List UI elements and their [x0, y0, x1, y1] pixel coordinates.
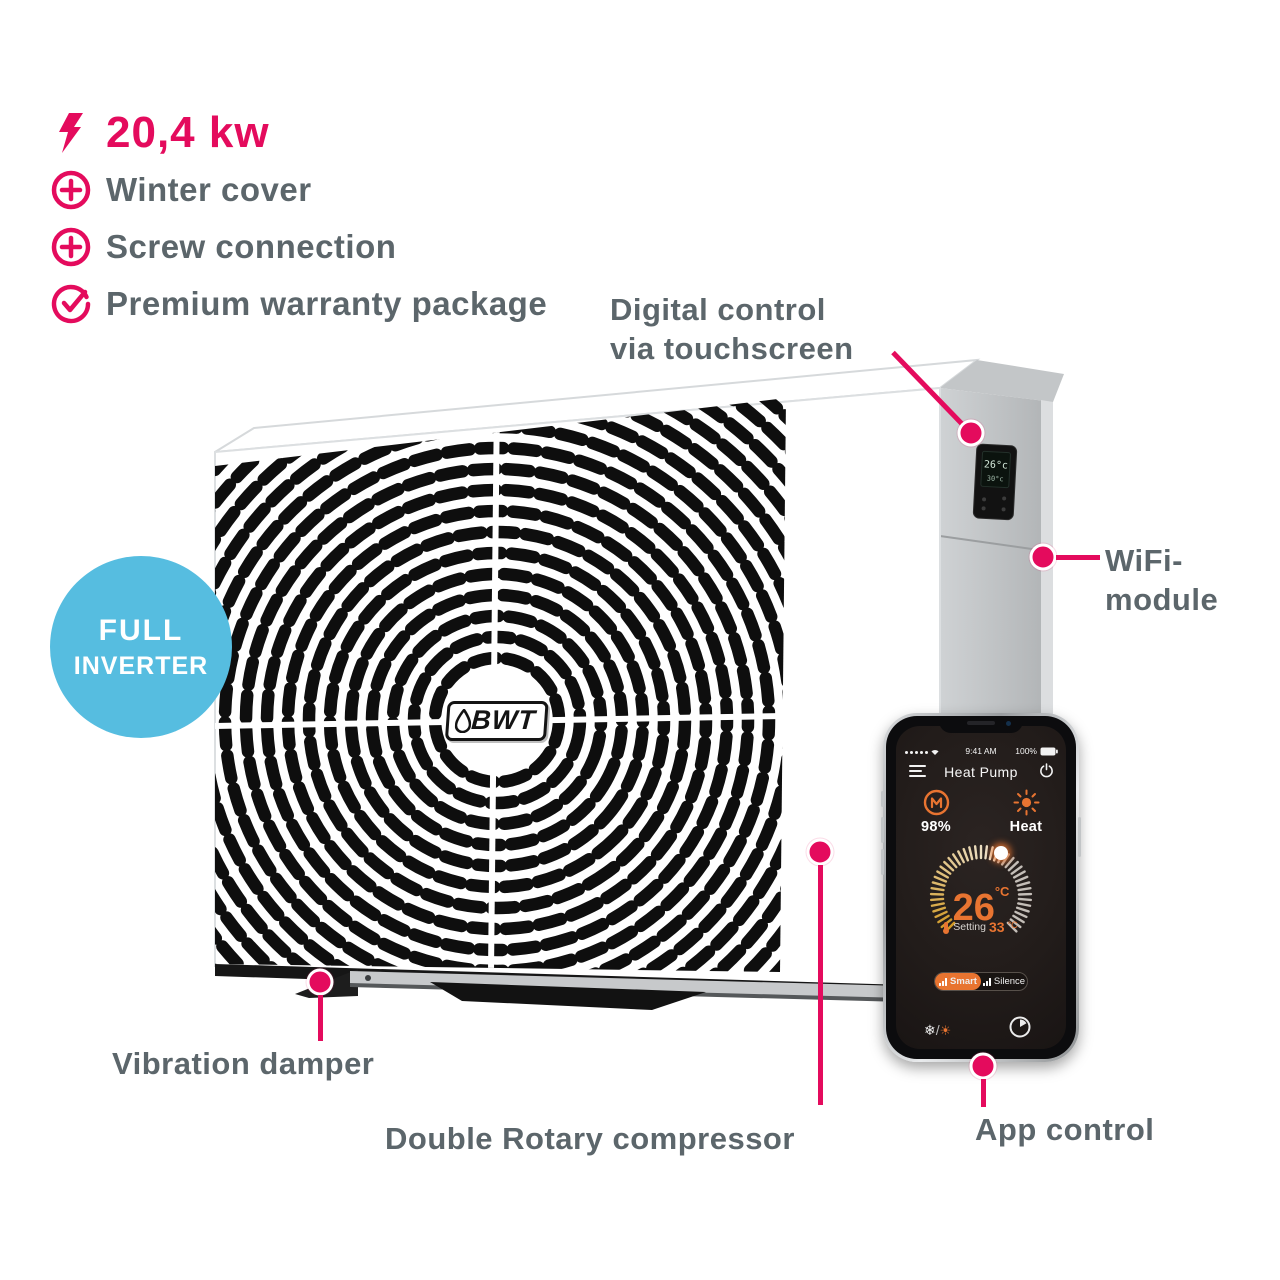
mode-stat: Heat — [991, 789, 1061, 835]
lightning-icon — [50, 112, 92, 154]
smart-mode-button[interactable]: Smart — [935, 973, 981, 990]
bwt-droplet-icon — [454, 708, 472, 733]
plus-circle-icon — [50, 169, 92, 211]
callout-app-control: App control — [975, 1110, 1154, 1149]
phone-volume-down-button[interactable] — [881, 849, 884, 875]
unit-base-shadow — [430, 982, 706, 1010]
callout-line-wifi — [1056, 554, 1100, 560]
check-circle-icon — [50, 283, 92, 325]
feature-item: Screw connection — [50, 226, 547, 268]
badge-line1: FULL — [98, 613, 184, 647]
app-title: Heat Pump — [944, 764, 1018, 780]
feature-label: Winter cover — [106, 171, 312, 208]
full-inverter-badge: FULL INVERTER — [50, 556, 232, 738]
status-time: 9:41 AM — [965, 746, 997, 756]
feature-label: Premium warranty package — [106, 285, 548, 322]
battery-percent: 100% — [1015, 746, 1037, 756]
phone-frame: 9:41 AM 100% Heat Pump — [886, 716, 1076, 1059]
current-temperature: 26°C — [896, 872, 1066, 928]
feature-list: 20,4 kw Winter cover Screw connection Pr… — [50, 108, 547, 340]
silence-mode-button[interactable]: Silence — [981, 973, 1027, 990]
touchscreen-temp: 26°c — [984, 459, 1009, 471]
callout-vibration-damper: Vibration damper — [112, 1044, 374, 1083]
setting-label: Setting — [953, 921, 986, 933]
callout-digital-control: Digital control via touchscreen — [610, 290, 854, 368]
capacity-value: 98% — [921, 819, 951, 835]
bottom-bar: ❄/☀ — [896, 1016, 1066, 1039]
callout-compressor: Double Rotary compressor — [385, 1119, 795, 1158]
unit-base-rail — [350, 971, 1014, 1003]
feature-item: Winter cover — [50, 169, 547, 211]
capacity-gauge-icon — [923, 789, 949, 816]
temp-value: 26 — [952, 887, 995, 929]
rail-bolt — [365, 975, 371, 981]
thermometer-icon — [943, 922, 950, 934]
smartphone: 9:41 AM 100% Heat Pump — [881, 713, 1081, 1062]
callout-dot-compressor — [806, 838, 834, 866]
status-bar: 9:41 AM 100% — [896, 746, 1066, 758]
feature-power: 20,4 kw — [50, 108, 547, 157]
smart-label: Smart — [950, 976, 977, 987]
callout-dot-vibration — [306, 968, 334, 996]
defrost-mode-icon[interactable]: ❄/☀ — [924, 1022, 952, 1038]
menu-icon[interactable] — [909, 765, 926, 780]
callout-text: App control — [975, 1112, 1155, 1147]
battery-icon — [1040, 747, 1058, 755]
badge-line2: INVERTER — [73, 651, 209, 680]
callout-line-vibration — [317, 995, 323, 1041]
callout-text: module — [1105, 582, 1219, 617]
power-icon[interactable] — [1039, 763, 1054, 778]
callout-line-compressor — [817, 865, 823, 1105]
dial-handle[interactable] — [994, 846, 1008, 860]
phone-screen: 9:41 AM 100% Heat Pump — [896, 726, 1066, 1049]
app-header: Heat Pump — [896, 762, 1066, 782]
touchscreen-setting: 30°c — [987, 475, 1004, 484]
phone-mute-switch[interactable] — [881, 791, 884, 807]
capacity-stat: 98% — [901, 789, 971, 835]
callout-dot-wifi — [1029, 543, 1057, 571]
setting-unit: °C — [1007, 919, 1018, 930]
unit-side-top — [940, 360, 1064, 402]
bars-icon — [982, 977, 991, 986]
callout-dot-digital — [957, 419, 985, 447]
bars-icon — [939, 977, 948, 986]
feature-item: Premium warranty package — [50, 283, 547, 325]
callout-text: Digital control — [610, 292, 826, 327]
bwt-logo: BWT — [444, 701, 550, 741]
callout-text: WiFi- — [1105, 543, 1183, 578]
sun-heat-icon — [1013, 789, 1039, 816]
mode-toggle: Smart Silence — [934, 972, 1028, 991]
setting-value: 33 — [989, 919, 1005, 935]
mode-value: Heat — [1009, 819, 1043, 835]
silence-label: Silence — [993, 976, 1026, 987]
timer-icon[interactable] — [1008, 1015, 1032, 1039]
feature-power-label: 20,4 kw — [106, 108, 270, 157]
callout-wifi-module: WiFi- module — [1105, 541, 1218, 619]
plus-circle-icon — [50, 226, 92, 268]
callout-text: via touchscreen — [610, 331, 854, 366]
callout-dot-app — [969, 1052, 997, 1080]
phone-volume-up-button[interactable] — [881, 817, 884, 843]
phone-notch — [939, 716, 1023, 733]
callout-text: Double Rotary compressor — [385, 1121, 795, 1156]
touchscreen-panel[interactable]: 26°c 30°c — [972, 443, 1018, 521]
wifi-icon — [931, 749, 939, 755]
feature-label: Screw connection — [106, 228, 397, 265]
callout-text: Vibration damper — [112, 1046, 375, 1081]
phone-power-button[interactable] — [1078, 817, 1081, 857]
signal-wifi-icons — [905, 748, 940, 756]
callout-line-app — [980, 1079, 986, 1107]
bwt-logo-text: BWT — [470, 705, 537, 735]
setting-row: Setting 33 °C — [896, 919, 1066, 935]
temp-unit: °C — [994, 884, 1010, 899]
